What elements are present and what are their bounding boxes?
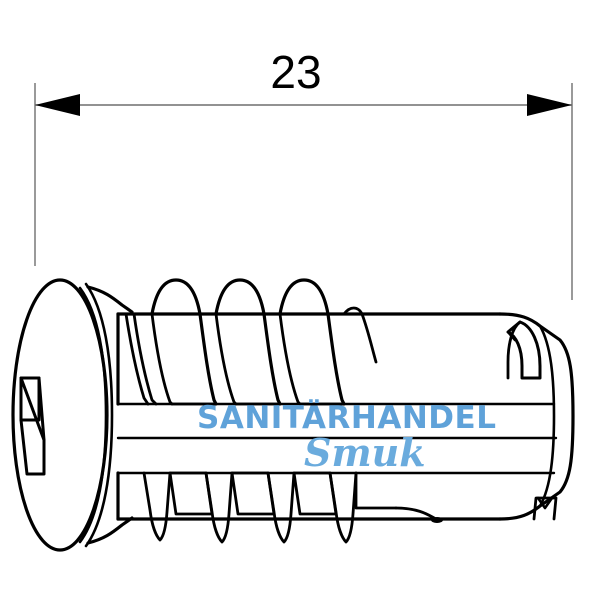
expansion-slot-group xyxy=(506,320,542,380)
drive-slot-outline xyxy=(19,376,41,422)
dimension-group: 23 xyxy=(34,46,573,300)
bottom-notch-group xyxy=(532,496,558,521)
drive-slot-diagonal xyxy=(19,376,46,476)
end-cap-inner-curve xyxy=(538,324,556,508)
bottom-notch-outline xyxy=(532,496,558,521)
head-shoulder-top xyxy=(86,285,134,314)
thread-fin-bottom-1-tooth xyxy=(204,471,234,544)
thread-fin-bottom-2-tooth xyxy=(266,471,296,544)
thread-fin-top-1-front xyxy=(198,312,218,406)
thread-fin-top-1-back xyxy=(150,312,174,406)
dimension-value-label: 23 xyxy=(270,46,321,98)
head-shoulder-bottom xyxy=(86,516,134,545)
part-group xyxy=(11,278,575,552)
bottom-notch-vee xyxy=(536,496,554,510)
left-arrowhead xyxy=(35,94,80,116)
thread-fin-bottom-0 xyxy=(142,471,172,542)
thread-fin-top-0 xyxy=(124,312,150,406)
bottom-bump-detail xyxy=(431,517,443,523)
thread-fin-top-2-back xyxy=(214,312,238,406)
expansion-slot-notch xyxy=(506,330,517,342)
thread-fin-top-3-back xyxy=(278,312,302,406)
watermark-line2: Smuk xyxy=(304,430,426,475)
thread-fin-top-3-front xyxy=(326,312,346,406)
head-flange-inner-arc-2 xyxy=(84,282,114,548)
thread-runout-tail xyxy=(342,306,378,364)
watermark-line1: SANITÄRHANDEL xyxy=(197,400,496,436)
head-flange-outer-ellipse xyxy=(11,278,109,552)
thread-fin-top-2-crest xyxy=(214,278,266,316)
thread-fin-bottom-3-tooth xyxy=(328,471,358,544)
thread-bottom-runout xyxy=(354,471,398,510)
thread-fin-top-2-front xyxy=(262,312,282,406)
watermark-group: SANITÄRHANDEL Smuk xyxy=(197,400,496,475)
thread-bottom-runout-2 xyxy=(394,506,502,521)
expansion-slot-inner xyxy=(506,320,522,380)
right-arrowhead xyxy=(527,94,572,116)
thread-fin-top-3-crest xyxy=(278,278,330,316)
drive-slot-edge xyxy=(37,376,46,442)
thread-fins-top xyxy=(124,278,378,406)
thread-fin-top-1-crest xyxy=(150,278,202,316)
thread-fin-top-0b xyxy=(132,312,158,406)
head-flange-inner-arc xyxy=(78,286,108,544)
thread-fins-bottom xyxy=(142,471,502,544)
